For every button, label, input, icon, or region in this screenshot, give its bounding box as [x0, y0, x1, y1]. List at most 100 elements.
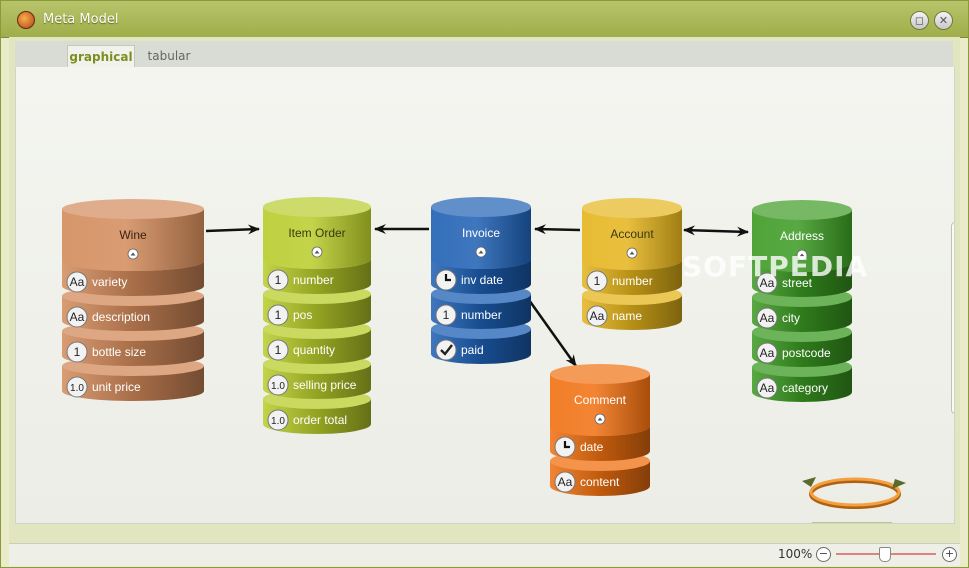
type-glyph: Aa — [760, 311, 775, 325]
attribute-segment — [752, 332, 852, 367]
type-glyph: Aa — [760, 276, 775, 290]
attribute-name: name — [612, 309, 642, 323]
text-type-icon: Aa — [66, 306, 88, 328]
tab-graphical[interactable]: graphical — [67, 45, 135, 70]
type-glyph: Aa — [760, 381, 775, 395]
zoom-in-icon[interactable]: + — [942, 547, 957, 562]
collapse-icon[interactable] — [594, 413, 606, 425]
attribute-name: inv date — [461, 273, 503, 287]
zoom-level: 100% — [778, 547, 813, 561]
attribute-segment — [550, 426, 650, 461]
maximize-icon[interactable]: ◻ — [910, 11, 929, 30]
type-glyph: Aa — [558, 475, 573, 489]
attribute-name: number — [293, 273, 334, 287]
decimal-type-icon: 1.0 — [267, 374, 289, 396]
watermark-text: SOFTPEDIA — [682, 250, 869, 283]
attribute-segment — [752, 367, 852, 402]
entity-top-cap — [550, 364, 650, 384]
type-glyph: 1 — [275, 273, 282, 287]
entity-top-cap — [752, 200, 852, 220]
attribute-segment — [263, 329, 371, 364]
collapse-icon[interactable] — [626, 247, 638, 259]
zoom-slider-thumb[interactable] — [878, 547, 891, 562]
integer-type-icon: 1 — [586, 270, 608, 292]
attribute-segment — [752, 297, 852, 332]
integer-type-icon: 1 — [267, 269, 289, 291]
attribute-segment — [582, 295, 682, 330]
attribute-name: number — [461, 308, 502, 322]
close-icon[interactable]: ✕ — [934, 11, 953, 30]
entity-header — [431, 207, 531, 269]
attribute-segment — [431, 259, 531, 294]
type-glyph: Aa — [70, 310, 85, 324]
rotate-view-control[interactable] — [802, 477, 906, 523]
type-glyph: Aa — [70, 275, 85, 289]
attribute-name: content — [580, 475, 620, 489]
entity-header — [550, 374, 650, 436]
attribute-name: city — [782, 311, 800, 325]
entity-header — [263, 207, 371, 269]
collapse-icon[interactable] — [311, 246, 323, 258]
integer-type-icon: 1 — [66, 341, 88, 363]
attribute-segment — [431, 329, 531, 364]
attribute-segment — [263, 259, 371, 294]
relation-arrow — [527, 299, 578, 367]
entity-name: Address — [780, 229, 824, 243]
attribute-segment — [62, 261, 204, 296]
type-glyph: 1 — [275, 343, 282, 357]
attribute-name: unit price — [92, 380, 141, 394]
window-title: Meta Model — [43, 12, 119, 27]
attribute-name: selling price — [293, 378, 357, 392]
entity-name: Item Order — [288, 226, 345, 240]
checkmark-icon — [435, 339, 457, 361]
type-glyph: Aa — [760, 346, 775, 360]
collapse-icon[interactable] — [475, 246, 487, 258]
title-bar[interactable]: Meta Model ◻ ✕ — [1, 1, 968, 38]
clock-icon — [554, 436, 576, 458]
entity-header — [752, 210, 852, 272]
text-type-icon: Aa — [66, 271, 88, 293]
attribute-name: category — [782, 381, 828, 395]
attribute-name: bottle size — [92, 345, 146, 359]
entity-name: Comment — [574, 393, 627, 407]
attribute-segment — [263, 294, 371, 329]
type-glyph: 1 — [275, 308, 282, 322]
type-glyph: 1.0 — [271, 416, 285, 427]
vertical-scrollbar[interactable] — [951, 222, 954, 414]
type-glyph: 1.0 — [70, 383, 84, 394]
collapse-icon[interactable] — [796, 249, 808, 261]
text-type-icon: Aa — [756, 307, 778, 329]
zoom-out-icon[interactable]: − — [816, 547, 831, 562]
attribute-segment — [431, 294, 531, 329]
attribute-segment — [62, 296, 204, 331]
type-glyph: 1.0 — [271, 381, 285, 392]
decimal-type-icon: 1.0 — [267, 409, 289, 431]
text-type-icon: Aa — [756, 342, 778, 364]
collapse-icon[interactable] — [127, 248, 139, 260]
entity-top-cap — [431, 197, 531, 217]
type-glyph: 1 — [443, 308, 450, 322]
type-glyph: Aa — [590, 309, 605, 323]
attribute-segment — [62, 366, 204, 401]
attribute-segment — [263, 399, 371, 434]
tab-tabular[interactable]: tabular — [147, 49, 191, 63]
attribute-segment — [263, 364, 371, 399]
entity-header — [62, 209, 204, 271]
attribute-segment — [582, 260, 682, 295]
attribute-name: pos — [293, 308, 312, 322]
decimal-type-icon: 1.0 — [66, 376, 88, 398]
entity-top-cap — [582, 198, 682, 218]
text-type-icon: Aa — [554, 471, 576, 493]
attribute-name: quantity — [293, 343, 335, 357]
tab-strip: graphical tabular — [15, 41, 953, 70]
relation-arrow — [534, 224, 581, 235]
